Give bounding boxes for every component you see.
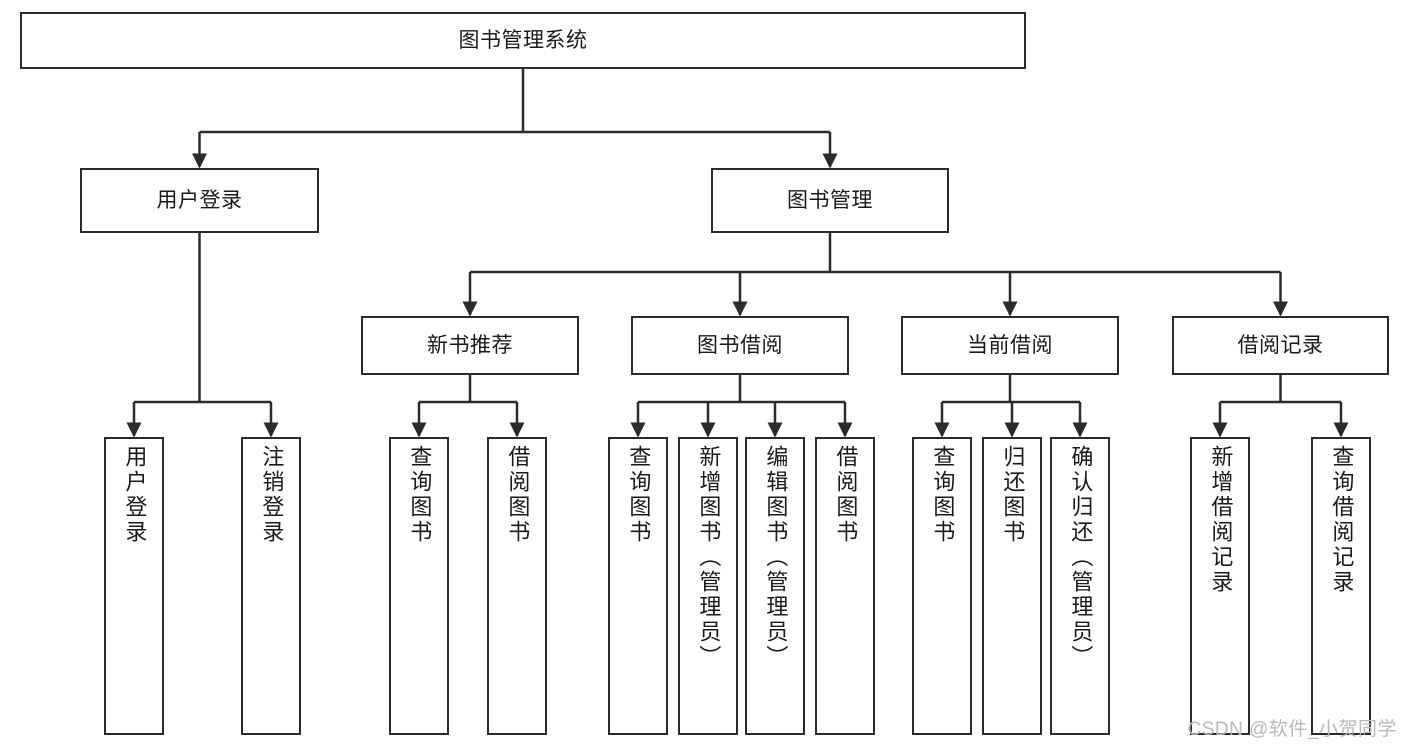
leaf-add-book-label: 新增图书（管理员）: [696, 445, 722, 670]
leaf-add-record-label: 新增借阅记录: [1208, 445, 1234, 595]
node-root-label: 图书管理系统: [458, 28, 588, 52]
node-new-book-recommend[interactable]: 新书推荐: [361, 316, 579, 375]
leaf-logout[interactable]: 注销登录: [241, 437, 301, 735]
node-book-manage[interactable]: 图书管理: [711, 168, 949, 233]
leaf-query-book-3[interactable]: 查询图书: [912, 437, 972, 735]
leaf-user-login[interactable]: 用户登录: [104, 437, 164, 735]
node-current-borrow[interactable]: 当前借阅: [901, 316, 1119, 375]
leaf-query-book-3-label: 查询图书: [930, 445, 956, 545]
node-book-borrow-label: 图书借阅: [697, 333, 783, 357]
leaf-edit-book-label: 编辑图书（管理员）: [763, 445, 789, 670]
leaf-add-record[interactable]: 新增借阅记录: [1190, 437, 1250, 735]
node-book-borrow[interactable]: 图书借阅: [631, 316, 849, 375]
leaf-borrow-book-2[interactable]: 借阅图书: [815, 437, 875, 735]
leaf-return-book-label: 归还图书: [1000, 445, 1026, 545]
leaf-query-record-label: 查询借阅记录: [1329, 445, 1355, 595]
leaf-user-login-label: 用户登录: [122, 445, 148, 545]
node-borrow-record[interactable]: 借阅记录: [1172, 316, 1389, 375]
leaf-query-book-1[interactable]: 查询图书: [389, 437, 449, 735]
node-root[interactable]: 图书管理系统: [20, 12, 1026, 69]
leaf-return-book[interactable]: 归还图书: [982, 437, 1042, 735]
leaf-query-book-1-label: 查询图书: [407, 445, 433, 545]
leaf-query-record[interactable]: 查询借阅记录: [1311, 437, 1371, 735]
node-current-borrow-label: 当前借阅: [967, 333, 1053, 357]
leaf-borrow-book-1-label: 借阅图书: [505, 445, 531, 545]
leaf-edit-book[interactable]: 编辑图书（管理员）: [745, 437, 805, 735]
node-user-login[interactable]: 用户登录: [80, 168, 319, 233]
leaf-add-book[interactable]: 新增图书（管理员）: [678, 437, 738, 735]
leaf-borrow-book-2-label: 借阅图书: [833, 445, 859, 545]
node-user-login-label: 用户登录: [156, 188, 243, 212]
leaf-logout-label: 注销登录: [259, 445, 285, 545]
node-borrow-record-label: 借阅记录: [1237, 333, 1324, 357]
node-book-manage-label: 图书管理: [787, 188, 873, 212]
node-new-book-recommend-label: 新书推荐: [427, 333, 513, 357]
leaf-query-book-2-label: 查询图书: [626, 445, 652, 545]
watermark: CSDN @软件_小贺同学: [1187, 719, 1397, 740]
leaf-confirm-return[interactable]: 确认归还（管理员）: [1050, 437, 1110, 735]
leaf-borrow-book-1[interactable]: 借阅图书: [487, 437, 547, 735]
leaf-confirm-return-label: 确认归还（管理员）: [1068, 445, 1094, 670]
leaf-query-book-2[interactable]: 查询图书: [608, 437, 668, 735]
